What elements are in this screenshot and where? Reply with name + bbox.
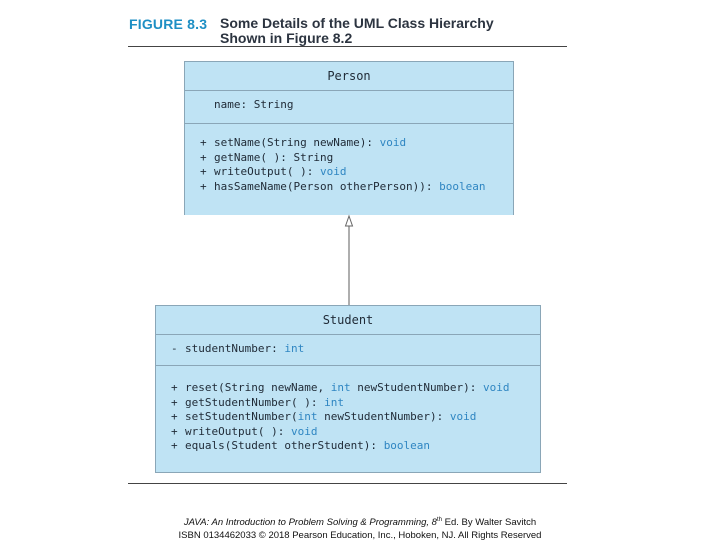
person-operations: + setName(String newName): void + getName( … <box>185 124 513 194</box>
operation-line: + getStudentNumber( ): int <box>171 396 540 411</box>
visibility-marker: + <box>200 165 207 178</box>
operation-line: + writeOutput( ): void <box>200 165 513 180</box>
operation-line: + setStudentNumber(int newStudentNumber):… <box>171 410 540 425</box>
person-class-name: Person <box>185 62 513 91</box>
operation-line: + writeOutput( ): void <box>171 425 540 440</box>
operation-keyword: boolean <box>383 439 431 452</box>
operation-keyword: int <box>324 395 344 409</box>
footer-credit: JAVA: An Introduction to Problem Solving… <box>0 514 720 542</box>
operation-line: + reset(String newName, int newStudentNum… <box>171 381 540 396</box>
figure-label: FIGURE 8.3 <box>129 16 208 32</box>
student-attributes: -studentNumber: int <box>156 335 540 366</box>
operation-line: + setName(String newName): void <box>200 136 513 151</box>
operation-text: equals(Student otherStudent): <box>185 439 384 452</box>
student-class-name: Student <box>156 306 540 335</box>
visibility-marker: + <box>200 179 207 193</box>
operation-return-type: String <box>293 150 334 164</box>
person-attributes: name: String <box>185 91 513 124</box>
visibility-marker: + <box>171 439 178 452</box>
edition-superscript: th <box>436 517 442 523</box>
student-class-box: Student -studentNumber: int + reset(Strin… <box>155 305 541 473</box>
operation-keyword: int <box>330 381 351 394</box>
attribute-name: name: <box>214 98 254 111</box>
operation-signature: getName( ): <box>214 150 294 164</box>
bottom-rule <box>128 483 567 484</box>
operation-signature: setName(String newName): <box>214 136 380 149</box>
attribute-type: int <box>284 342 305 355</box>
operation-text: getStudentNumber( ): <box>185 395 325 409</box>
operation-text: newStudentNumber): <box>317 410 450 423</box>
operation-line: + equals(Student otherStudent): boolean <box>171 439 540 454</box>
visibility-marker: + <box>200 136 207 149</box>
figure-title: Some Details of the UML Class Hierarchy … <box>220 15 494 46</box>
operation-text: reset(String newName, <box>185 381 331 394</box>
visibility-marker: - <box>171 342 178 355</box>
attribute-type: String <box>253 98 294 111</box>
operation-keyword: int <box>297 410 318 423</box>
visibility-marker: + <box>171 424 178 438</box>
operation-line: + hasSameName(Person otherPerson)): boole… <box>200 180 513 195</box>
visibility-marker: + <box>200 150 207 164</box>
operation-keyword: void <box>483 381 510 394</box>
top-rule <box>128 46 567 47</box>
visibility-marker: + <box>171 410 178 423</box>
footer-line-2: ISBN 0134462033 © 2018 Pearson Education… <box>178 529 542 541</box>
operation-return-type: void <box>379 136 407 149</box>
operation-keyword: void <box>290 424 318 438</box>
operation-signature: writeOutput( ): <box>214 165 320 178</box>
attribute-line: -studentNumber: int <box>156 342 540 357</box>
edition-author: Ed. By Walter Savitch <box>441 517 537 529</box>
operation-line: + getName( ): String <box>200 151 513 166</box>
operation-return-type: void <box>319 165 347 178</box>
attribute-name: studentNumber: <box>185 342 285 355</box>
operation-signature: hasSameName(Person otherPerson)): <box>214 179 440 193</box>
operation-text: writeOutput( ): <box>185 424 291 438</box>
operation-text: newStudentNumber): <box>350 381 484 394</box>
visibility-marker: + <box>171 381 178 394</box>
person-class-box: Person name: String + setName(String newN… <box>184 61 514 215</box>
visibility-marker: + <box>171 395 178 409</box>
operation-return-type: boolean <box>439 179 486 193</box>
hollow-arrowhead <box>344 214 354 227</box>
book-title: JAVA: An Introduction to Problem Solving… <box>183 517 437 529</box>
footer-line-1: JAVA: An Introduction to Problem Solving… <box>0 514 720 530</box>
student-operations: + reset(String newName, int newStudentNum… <box>156 366 540 454</box>
attribute-line: name: String <box>185 98 513 113</box>
operation-keyword: void <box>449 410 477 423</box>
operation-text: setStudentNumber( <box>185 410 298 423</box>
